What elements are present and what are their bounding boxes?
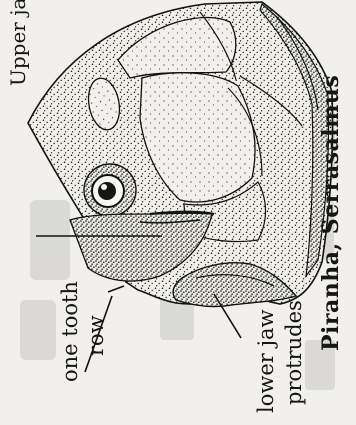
label-one-tooth-line1: one tooth	[58, 281, 82, 382]
eye-icon	[84, 164, 136, 216]
species-caption: Piranha, Serrasalmus	[318, 75, 344, 351]
label-lower-jaw-line1: lower jaw	[254, 310, 278, 413]
label-upper-partial: Upper jaw ...	[6, 0, 30, 86]
label-one-tooth-line2: row	[84, 315, 108, 356]
label-lower-jaw-line2: protrudes	[282, 300, 306, 405]
